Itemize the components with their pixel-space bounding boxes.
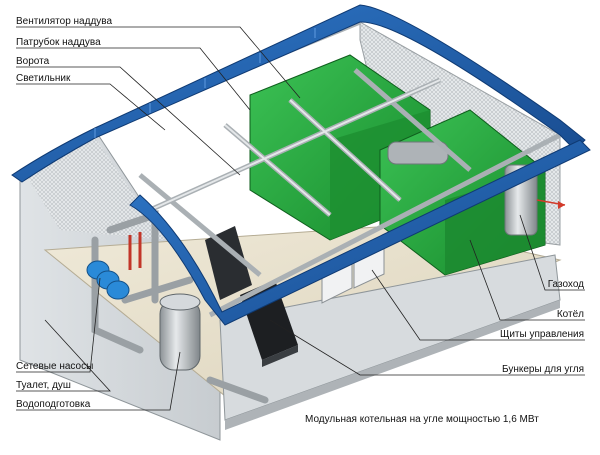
label-water-treatment: Водоподготовка — [16, 399, 90, 411]
label-coal-bunkers: Бункеры для угля — [502, 364, 584, 376]
water-treatment-tank — [160, 294, 200, 370]
label-gate: Ворота — [16, 56, 49, 68]
caption: Модульная котельная на угле мощностью 1,… — [305, 414, 539, 425]
label-flue: Газоход — [548, 279, 584, 291]
label-blower-pipe: Патрубок наддува — [16, 37, 101, 49]
label-network-pumps: Сетевые насосы — [16, 361, 93, 373]
label-control-panels: Щиты управления — [500, 329, 584, 341]
label-blower-fan: Вентилятор наддува — [16, 16, 112, 28]
label-boiler: Котёл — [557, 309, 584, 321]
label-lamp: Светильник — [16, 73, 70, 85]
label-toilet-shower: Туалет, душ — [16, 380, 71, 392]
